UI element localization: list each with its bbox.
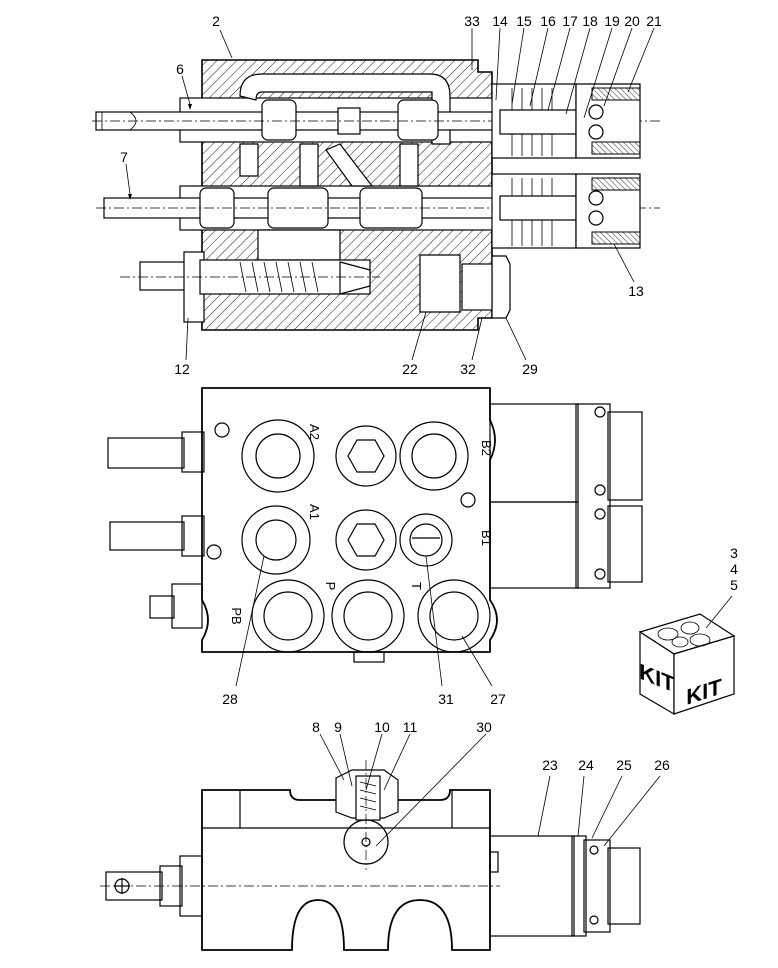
callout-29: 29 (522, 361, 538, 377)
kit-box (638, 595, 736, 716)
valve-body-front (201, 387, 498, 653)
callout-18: 18 (582, 13, 598, 29)
callout-20: 20 (624, 13, 640, 29)
callout-25: 25 (616, 757, 632, 773)
callout-15: 15 (516, 13, 532, 29)
callout-12: 12 (174, 361, 190, 377)
callout-19: 19 (604, 13, 620, 29)
callout-4: 4 (730, 561, 738, 577)
relief-valve (120, 251, 380, 323)
port-label-p: P (323, 582, 338, 591)
callout-31: 31 (438, 691, 454, 707)
port-label-a1: A1 (307, 504, 322, 520)
spring-caps (491, 83, 641, 249)
callout-32: 32 (460, 361, 476, 377)
callout-33: 33 (464, 13, 480, 29)
port-label-t: T (409, 582, 424, 590)
callout-21: 21 (646, 13, 662, 29)
callout-5: 5 (730, 577, 738, 593)
port-label-b2: B2 (479, 440, 494, 456)
side-view (100, 733, 661, 951)
section-view (92, 59, 660, 331)
callout-2: 2 (212, 13, 220, 29)
callout-28: 28 (222, 691, 238, 707)
plug-nut (491, 255, 511, 319)
callout-14: 14 (492, 13, 508, 29)
callout-10: 10 (374, 719, 390, 735)
callout-13: 13 (628, 283, 644, 299)
port-label-b1: B1 (479, 530, 494, 546)
callout-27: 27 (490, 691, 506, 707)
callout-30: 30 (476, 719, 492, 735)
callout-9: 9 (334, 719, 342, 735)
front-view (107, 387, 643, 687)
callout-23: 23 (542, 757, 558, 773)
callout-6: 6 (176, 61, 184, 77)
port-label-a2: A2 (307, 424, 322, 440)
callout-3: 3 (730, 545, 738, 561)
valve-body-side (201, 789, 491, 951)
port-label-pb: PB (229, 607, 244, 624)
callout-16: 16 (540, 13, 556, 29)
callout-24: 24 (578, 757, 594, 773)
callout-22: 22 (402, 361, 418, 377)
top-leaders (125, 27, 655, 361)
callout-26: 26 (654, 757, 670, 773)
callout-7: 7 (120, 149, 128, 165)
callout-8: 8 (312, 719, 320, 735)
callout-17: 17 (562, 13, 578, 29)
callout-11: 11 (403, 719, 418, 735)
